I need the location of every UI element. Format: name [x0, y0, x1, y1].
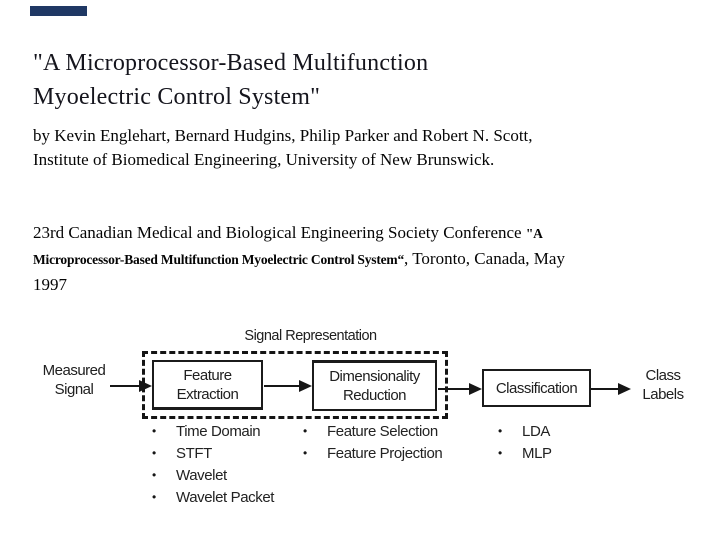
- conference-text: 23rd Canadian Medical and Biological Eng…: [33, 223, 526, 242]
- arrow-feature-to-dimensionality: [264, 380, 312, 392]
- arrow-shaft: [591, 388, 622, 390]
- list-item-label: Feature Projection: [327, 444, 443, 462]
- list-item-label: Wavelet Packet: [176, 488, 275, 506]
- list-item-label: Time Domain: [176, 422, 261, 440]
- feature-extraction-box: Feature Extraction: [152, 360, 263, 410]
- arrow-measured-to-feature: [110, 380, 152, 392]
- list-item-label: Feature Selection: [327, 422, 438, 440]
- title-line-2: Myoelectric Control System": [33, 84, 321, 110]
- list-item: • STFT: [152, 442, 274, 464]
- list-item-label: MLP: [522, 444, 552, 462]
- bullet-icon: •: [152, 490, 156, 504]
- conference-reference: 23rd Canadian Medical and Biological Eng…: [33, 220, 703, 297]
- bullet-icon: •: [152, 424, 156, 438]
- arrow-dimensionality-to-classification: [438, 383, 482, 395]
- feature-extraction-line-2: Extraction: [176, 385, 239, 403]
- conference-line-2: Microprocessor-Based Multifunction Myoel…: [33, 246, 703, 272]
- arrowhead-icon: [469, 383, 482, 395]
- list-item-label: Wavelet: [176, 466, 227, 484]
- class-labels-label: Class Labels: [631, 366, 695, 404]
- arrowhead-icon: [139, 380, 152, 392]
- list-item: • LDA: [498, 420, 552, 442]
- list-item: • Feature Projection: [303, 442, 443, 464]
- dimensionality-reduction-box: Dimensionality Reduction: [312, 360, 437, 411]
- measured-signal-label: Measured Signal: [35, 361, 113, 399]
- conference-year: 1997: [33, 275, 67, 294]
- bullet-icon: •: [303, 446, 307, 460]
- slide-accent-bar: [30, 6, 87, 16]
- classification-box: Classification: [482, 369, 591, 407]
- arrowhead-icon: [618, 383, 631, 395]
- list-item: • Time Domain: [152, 420, 274, 442]
- bullet-icon: •: [498, 424, 502, 438]
- bullet-icon: •: [152, 468, 156, 482]
- list-item: • Wavelet Packet: [152, 486, 274, 508]
- list-item: • Feature Selection: [303, 420, 442, 442]
- bullet-icon: •: [303, 424, 307, 438]
- dimensionality-reduction-line-2: Reduction: [342, 387, 407, 404]
- measured-signal-line-2: Signal: [54, 381, 94, 398]
- arrowhead-icon: [299, 380, 312, 392]
- bullet-icon: •: [152, 446, 156, 460]
- feature-extraction-line-1: Feature: [183, 366, 232, 384]
- measured-signal-line-1: Measured: [42, 362, 106, 379]
- arrow-classification-to-class-labels: [591, 383, 631, 395]
- conference-text: , Toronto, Canada, May: [404, 249, 565, 268]
- classification-label: Classification: [495, 379, 578, 397]
- list-item: • Wavelet: [152, 464, 274, 486]
- arrow-shaft: [438, 388, 473, 390]
- arrow-shaft: [264, 385, 303, 387]
- page-title: "A Microprocessor-Based Multifunction My…: [33, 46, 673, 114]
- dimensionality-reduction-line-1: Dimensionality: [329, 368, 420, 385]
- title-line-1: "A Microprocessor-Based Multifunction: [33, 50, 429, 76]
- classification-methods-list: • LDA • MLP: [498, 420, 552, 464]
- conference-quoted-title: "A: [525, 226, 543, 241]
- list-item-label: STFT: [176, 444, 212, 462]
- authors-line-2: Institute of Biomedical Engineering, Uni…: [33, 150, 495, 169]
- bullet-icon: •: [498, 446, 502, 460]
- conference-quoted-title: Microprocessor-Based Multifunction Myoel…: [33, 252, 405, 267]
- list-item-label: LDA: [522, 422, 550, 440]
- list-item: • MLP: [498, 442, 552, 464]
- conference-line-1: 23rd Canadian Medical and Biological Eng…: [33, 220, 703, 246]
- feature-extraction-methods-list: • Time Domain • STFT • Wavelet • Wavelet Pac…: [152, 420, 274, 508]
- dimensionality-reduction-methods-list: • Feature Selection • Feature Projection: [303, 420, 443, 464]
- authors-text: by Kevin Englehart, Bernard Hudgins, Phi…: [33, 124, 693, 172]
- signal-representation-label: Signal Representation: [244, 328, 377, 344]
- class-labels-line-2: Labels: [642, 386, 684, 403]
- conference-line-3: 1997: [33, 272, 703, 297]
- arrow-shaft: [110, 385, 143, 387]
- class-labels-line-1: Class: [645, 367, 681, 384]
- authors-line-1: by Kevin Englehart, Bernard Hudgins, Phi…: [33, 126, 533, 145]
